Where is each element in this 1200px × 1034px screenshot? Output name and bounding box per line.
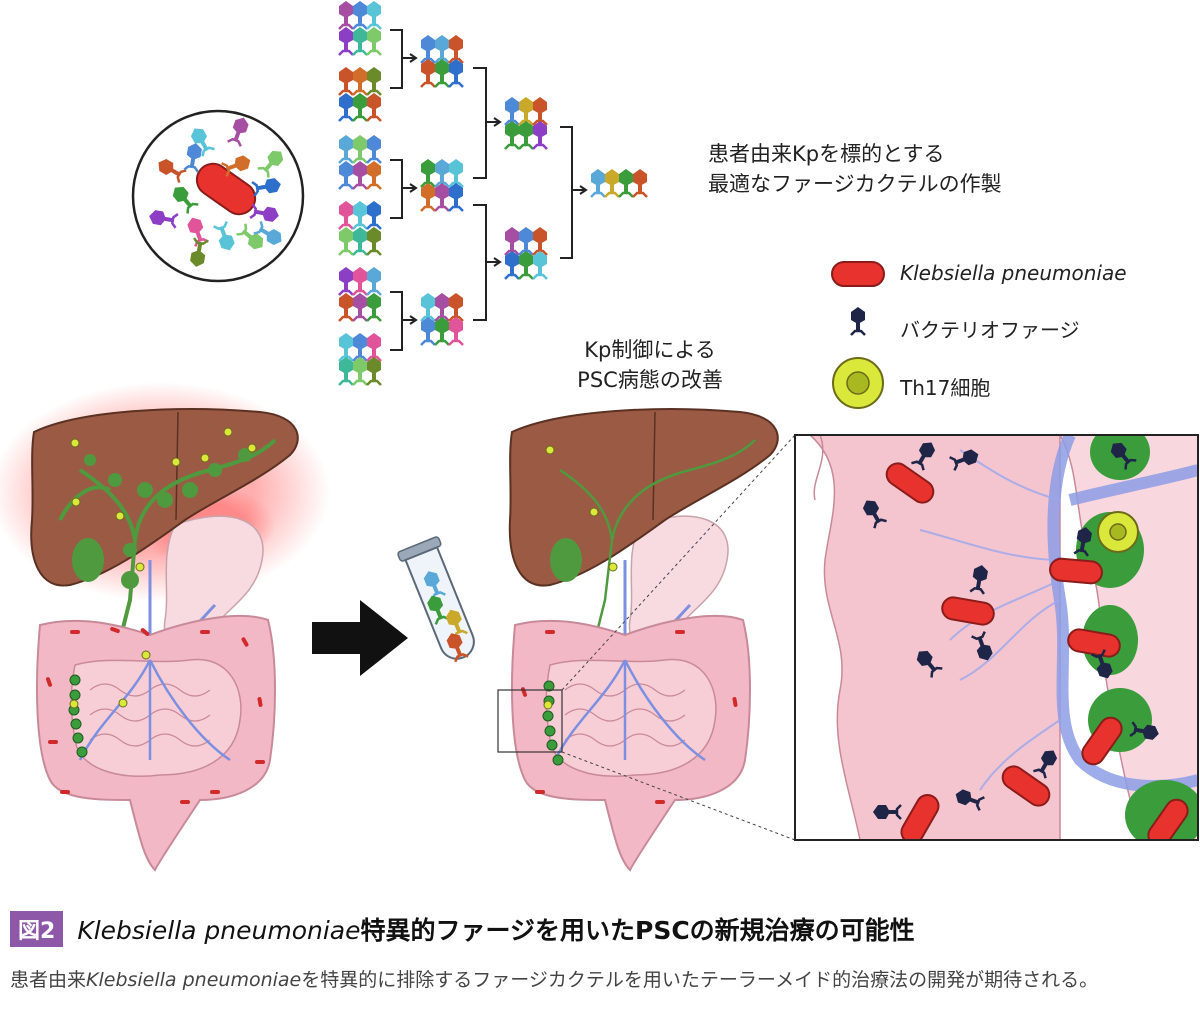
cocktail-note-line2: 最適なファージカクテルの作製 (708, 172, 1002, 196)
phage-icon (849, 305, 867, 337)
treatment-note-line1: Kp制御による (584, 338, 716, 362)
figure-number-badge: 図2 (10, 911, 64, 947)
figure-title: Klebsiella pneumoniae特異的ファージを用いたPSCの新規治療… (77, 916, 914, 945)
figure-caption: 図2 Klebsiella pneumoniae特異的ファージを用いたPSCの新規… (10, 911, 1190, 947)
figure-title-species: Klebsiella pneumoniae (77, 916, 361, 945)
figure-title-rest: 特異的ファージを用いたPSCの新規治療の可能性 (360, 916, 915, 945)
legend-icons (831, 261, 885, 409)
legend-label-phage: バクテリオファージ (900, 318, 1080, 342)
treatment-note: Kp制御による PSC病態の改善 (560, 335, 740, 395)
figure-description-species: Klebsiella pneumoniae (86, 969, 302, 991)
test-tube-icon (397, 536, 475, 664)
anatomy-after (497, 408, 779, 872)
phage-selection-tree (390, 29, 588, 351)
figure-description: 患者由来Klebsiella pneumoniaeを特異的に排除するファージカク… (10, 965, 1190, 995)
legend-label-th17: Th17細胞 (900, 376, 991, 400)
zoom-panel (794, 434, 1199, 841)
treatment-note-line2: PSC病態の改善 (577, 368, 723, 392)
anatomy-before (0, 382, 330, 872)
cocktail-note: 患者由来Kpを標的とする 最適なファージカクテルの作製 (708, 139, 1002, 199)
figure-description-post: を特異的に排除するファージカクテルを用いたテーラーメイド的治療法の開発が期待され… (301, 969, 1099, 991)
arrow-right-icon (312, 600, 408, 676)
phage-library-circle (131, 109, 305, 283)
legend-label-bacteria: Klebsiella pneumoniae (900, 261, 1127, 285)
bacterium-icon (195, 162, 257, 216)
phage-grid (337, 0, 649, 387)
th17-cell-icon (832, 357, 884, 409)
figure-description-pre: 患者由来 (10, 969, 87, 991)
cocktail-note-line1: 患者由来Kpを標的とする (708, 142, 945, 166)
bacterium-icon (831, 261, 885, 287)
